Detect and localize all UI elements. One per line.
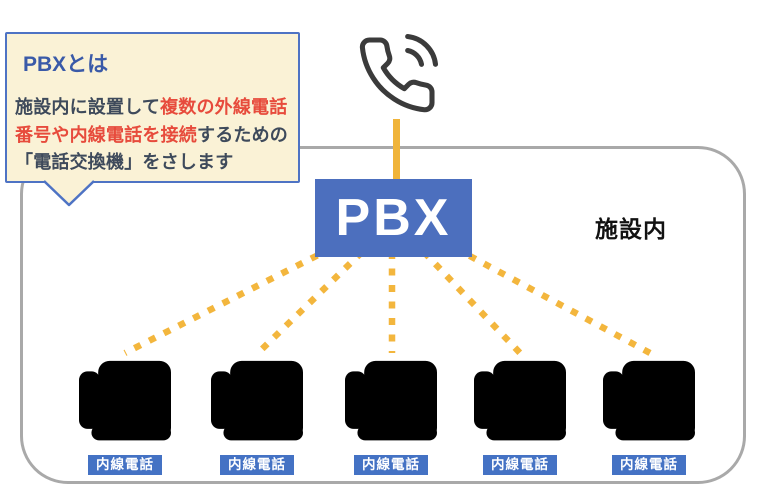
extension-phone-icon — [603, 360, 695, 441]
pbx-definition-callout: PBXとは 施設内に設置して複数の外線電話番号や内線電話を接続するための「電話交… — [5, 32, 300, 183]
extension-phone-label: 内線電話 — [612, 455, 686, 475]
pbx-box-label: PBX — [335, 189, 452, 247]
callout-text-part2: するための「電話交換機」をさします — [15, 124, 288, 173]
callout-title: PBXとは — [23, 53, 109, 76]
pbx-box: PBX — [315, 179, 472, 257]
extension-phone-label: 内線電話 — [483, 455, 557, 475]
extension-phone-icon — [79, 360, 171, 441]
external-line-connector — [393, 119, 400, 181]
extension-phone-icon — [474, 360, 566, 441]
callout-highlight-text: 複数の外線電話番号や内線電話を接続 — [15, 97, 288, 145]
ringing-handset-icon — [359, 33, 439, 113]
callout-text-part1: 施設内に設置して — [15, 97, 161, 117]
extension-phone-label: 内線電話 — [354, 455, 428, 475]
extension-phone-label: 内線電話 — [88, 455, 162, 475]
callout-body: 施設内に設置して複数の外線電話番号や内線電話を接続するための「電話交換機」をさし… — [15, 94, 292, 177]
facility-label: 施設内 — [595, 216, 667, 242]
extension-phone-label: 内線電話 — [220, 455, 294, 475]
extension-phone-icon — [345, 360, 437, 441]
extension-phone-icon — [211, 360, 303, 441]
callout-tail — [43, 180, 95, 207]
